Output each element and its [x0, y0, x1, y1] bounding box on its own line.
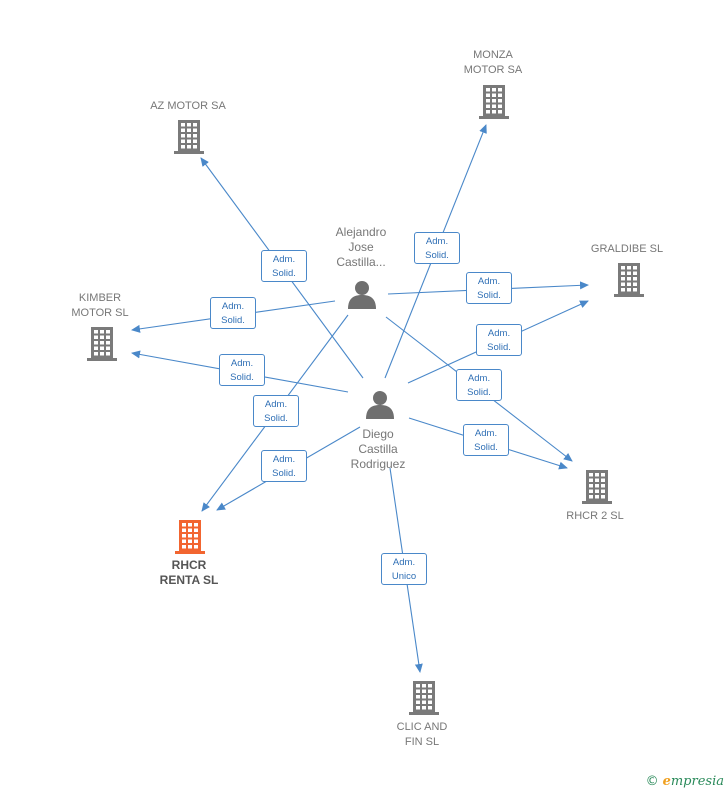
- role-line-position: Adm.: [221, 301, 245, 312]
- brand-name: mpresia: [670, 774, 724, 789]
- role-box-diego-clic[interactable]: Adm. Unico: [381, 553, 427, 585]
- role-line-position: Adm.: [272, 454, 296, 465]
- role-box-diego-graldibe[interactable]: Adm. Solid.: [476, 324, 522, 356]
- role-line-type: Unico: [391, 571, 417, 582]
- role-box-diego-azmotor[interactable]: Adm. Solid.: [261, 250, 307, 282]
- empresia-logo: ©empresia: [646, 774, 724, 789]
- role-box-diego-rhcrrenta[interactable]: Adm. Solid.: [261, 450, 307, 482]
- person-icon[interactable]: [348, 281, 376, 309]
- role-line-type: Solid.: [477, 290, 501, 301]
- node-label-monza[interactable]: MONZA MOTOR SA: [463, 49, 523, 76]
- role-line-position: Adm.: [264, 399, 288, 410]
- edges-layer: [131, 124, 589, 673]
- node-label-rhcr2[interactable]: RHCR 2 SL: [566, 510, 624, 522]
- role-line-position: Adm.: [467, 373, 491, 384]
- role-line-position: Adm.: [392, 557, 416, 568]
- building-icon[interactable]: [174, 120, 204, 154]
- person-icon[interactable]: [366, 391, 394, 419]
- copyright-symbol: ©: [645, 774, 659, 789]
- node-label-diego[interactable]: Diego Castilla Rodriguez: [350, 427, 406, 471]
- role-box-diego-rhcr2[interactable]: Adm. Solid.: [463, 424, 509, 456]
- node-label-azmotor[interactable]: AZ MOTOR SA: [150, 100, 226, 112]
- role-box-diego-kimber[interactable]: Adm. Solid.: [219, 354, 265, 386]
- role-line-type: Solid.: [467, 387, 491, 398]
- role-line-type: Solid.: [272, 468, 296, 479]
- node-label-rhcrrenta[interactable]: RHCR RENTA SL: [159, 558, 219, 587]
- role-line-position: Adm.: [474, 428, 498, 439]
- building-icon[interactable]: [614, 263, 644, 297]
- role-line-position: Adm.: [477, 276, 501, 287]
- node-label-kimber[interactable]: KIMBER MOTOR SL: [71, 292, 129, 319]
- role-line-type: Solid.: [264, 413, 288, 424]
- node-label-alejandro[interactable]: Alejandro Jose Castilla...: [335, 225, 387, 269]
- building-icon[interactable]: [582, 470, 612, 504]
- role-line-position: Adm.: [425, 236, 449, 247]
- node-label-graldibe[interactable]: GRALDIBE SL: [590, 243, 664, 255]
- building-icon[interactable]: [87, 327, 117, 361]
- role-box-alejandro-rhcr2[interactable]: Adm. Solid.: [456, 369, 502, 401]
- role-box-alejandro-kimber[interactable]: Adm. Solid.: [210, 297, 256, 329]
- role-line-position: Adm.: [272, 254, 296, 265]
- building-icon[interactable]: [409, 681, 439, 715]
- building-icon[interactable]: [479, 85, 509, 119]
- role-line-type: Solid.: [272, 268, 296, 279]
- role-line-type: Solid.: [474, 442, 498, 453]
- brand-initial: e: [662, 774, 671, 789]
- role-line-type: Solid.: [425, 250, 449, 261]
- nodes-layer: [87, 85, 644, 715]
- node-label-clic[interactable]: CLIC AND FIN SL: [396, 721, 448, 748]
- role-line-type: Solid.: [221, 315, 245, 326]
- building-icon[interactable]: [175, 520, 205, 554]
- role-line-type: Solid.: [230, 372, 254, 383]
- role-box-diego-monza[interactable]: Adm. Solid.: [414, 232, 460, 264]
- role-line-position: Adm.: [230, 358, 254, 369]
- role-line-type: Solid.: [487, 342, 511, 353]
- role-box-alejandro-graldibe[interactable]: Adm. Solid.: [466, 272, 512, 304]
- role-box-alejandro-rhcrrenta[interactable]: Adm. Solid.: [253, 395, 299, 427]
- role-line-position: Adm.: [487, 328, 511, 339]
